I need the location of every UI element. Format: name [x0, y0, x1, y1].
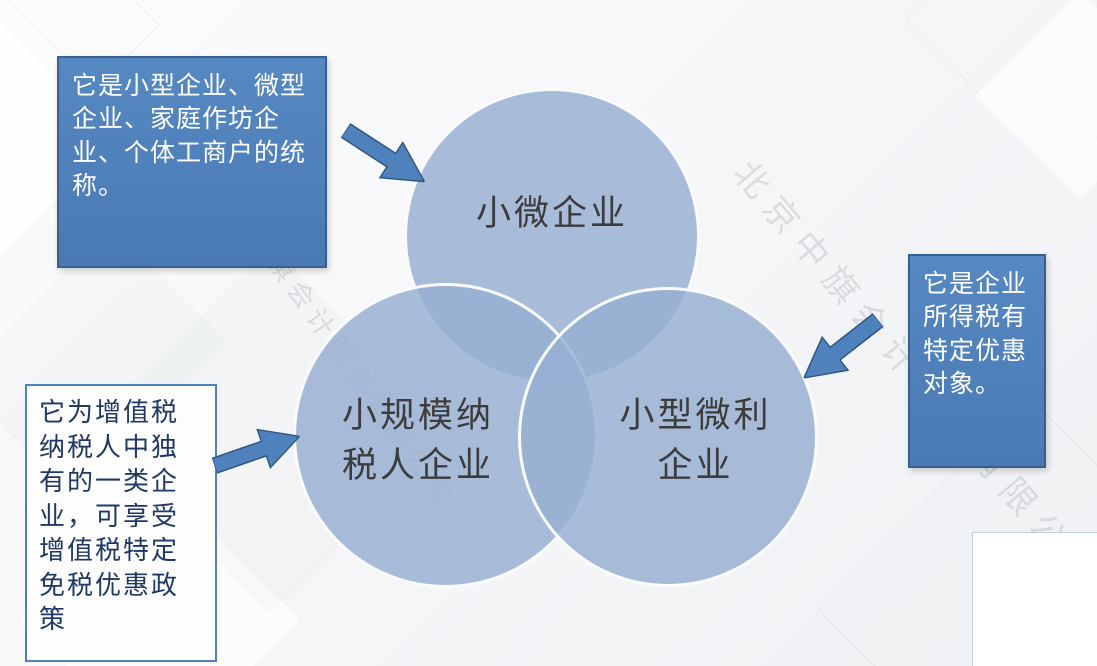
callout-vat-note: 它为增值税纳税人中独有的一类企业，可享受增值税特定免税优惠政策 [25, 384, 217, 662]
callout-text: 它为增值税纳税人中独有的一类企业，可享受增值税特定免税优惠政策 [39, 398, 180, 636]
arrow-right-icon [207, 414, 308, 489]
corner-placeholder-box [972, 532, 1097, 666]
circle-label-line: 小规模纳 [341, 396, 494, 436]
circle-label-line: 企业 [657, 445, 734, 486]
circle-label-small-micro: 小微企业 [427, 190, 677, 240]
arrow-down-right-icon [332, 109, 438, 202]
callout-text: 它是企业所得税有特定优惠对象。 [923, 269, 1028, 398]
venn-circle-small-low-profit [518, 287, 818, 587]
callout-income-tax-note: 它是企业所得税有特定优惠对象。 [908, 254, 1046, 468]
circle-label-line: 税人企业 [341, 445, 494, 486]
callout-small-micro-definition: 它是小型企业、微型企业、家庭作坊企业、个体工商户的统称。 [57, 56, 327, 268]
circle-label-small-low-profit: 小型微利 企业 [578, 392, 813, 491]
callout-text: 它是小型企业、微型企业、家庭作坊企业、个体工商户的统称。 [72, 71, 307, 200]
circle-label-line: 小微企业 [475, 194, 628, 234]
arrow-down-left-icon [789, 300, 894, 397]
circle-label-line: 小型微利 [619, 396, 772, 436]
circle-label-small-scale-taxpayer: 小规模纳 税人企业 [298, 392, 538, 491]
